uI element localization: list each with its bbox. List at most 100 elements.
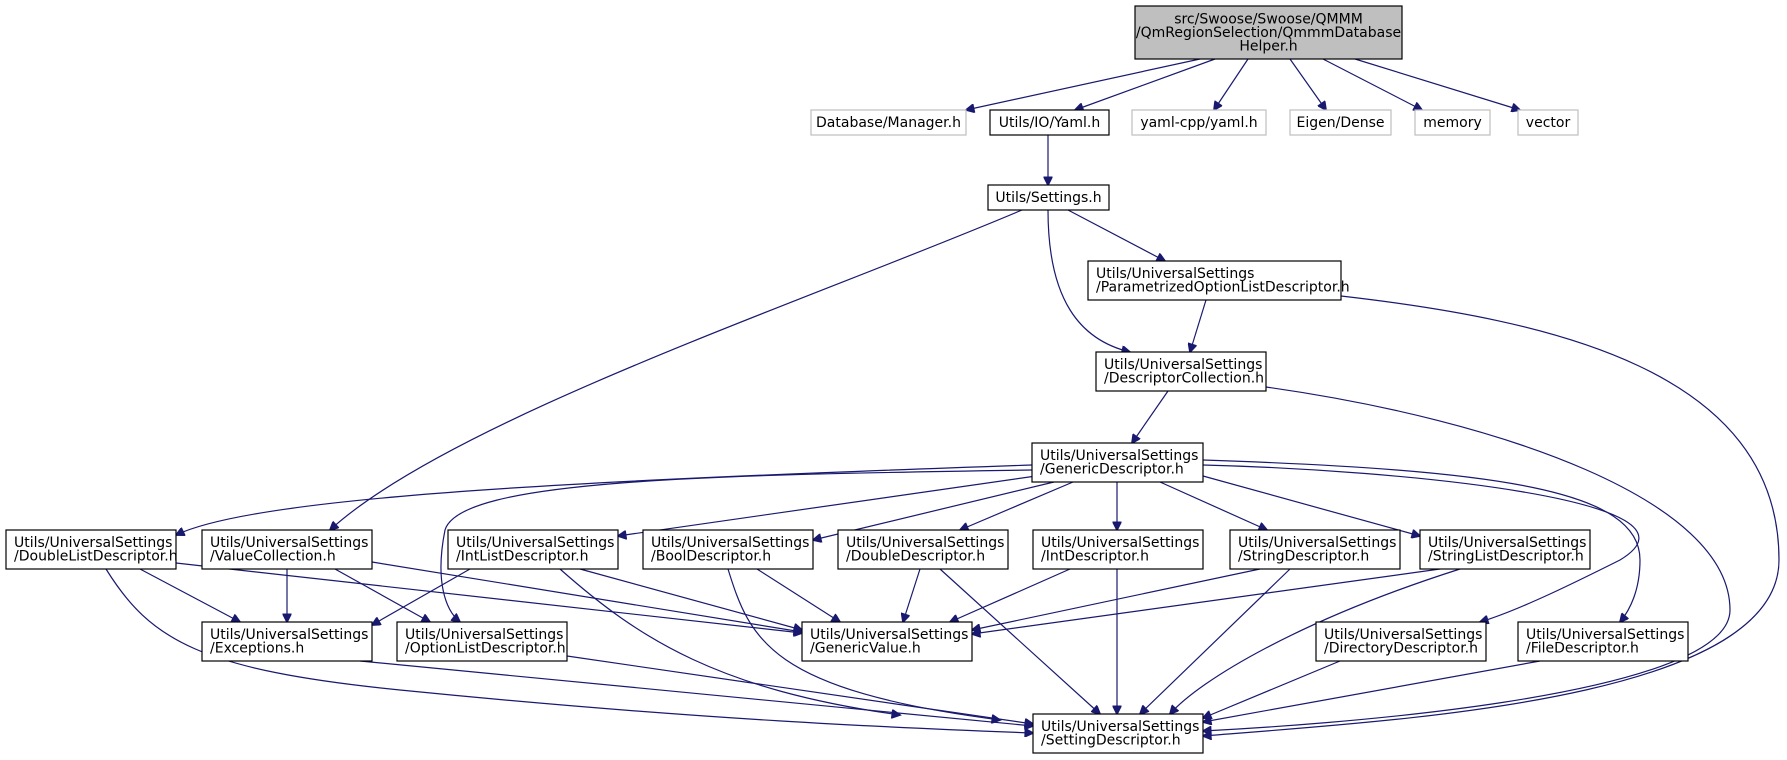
node-intdesc[interactable]: Utils/UniversalSettings/IntDescriptor.h [1032,529,1204,570]
node-box [1414,109,1491,136]
edge-root-to-vector [1354,58,1520,110]
node-box [5,529,177,570]
edge-line [1289,58,1326,110]
edge-line [371,561,802,632]
edge-line [1214,58,1249,110]
edge-stringdesc-to-settingdesc [1140,568,1291,714]
node-label-line: Utils/UniversalSettings [846,535,1004,551]
edge-line [139,568,240,622]
edge-genericdesc-to-stringlist [1202,475,1420,536]
node-settings[interactable]: Utils/Settings.h [987,184,1110,211]
node-label-line: /SettingDescriptor.h [1041,733,1181,749]
node-optionlist[interactable]: Utils/UniversalSettings/OptionListDescri… [396,621,568,662]
edge-line [1203,295,1780,736]
edge-genericdesc-to-doubledesc [960,481,1074,530]
edge-line [1203,386,1731,731]
node-genericvalue[interactable]: Utils/UniversalSettings/GenericValue.h [801,621,973,662]
edge-line [559,568,900,715]
edge-genericdesc-to-doublelist [176,464,1033,535]
edge-filedesc-to-settingdesc [1203,660,1541,722]
node-settingdesc[interactable]: Utils/UniversalSettings/SettingDescripto… [1032,713,1204,754]
edge-genericdesc-to-stringdesc [1159,481,1267,530]
edge-desccoll-to-settingdesc [1203,386,1731,731]
node-label-line: Utils/UniversalSettings [14,535,172,551]
node-label-line: Utils/UniversalSettings [651,535,809,551]
node-valuecoll[interactable]: Utils/UniversalSettings/ValueCollection.… [201,529,373,570]
node-label-line: /OptionListDescriptor.h [405,641,566,657]
node-box [987,184,1110,211]
node-label-line: memory [1423,115,1482,131]
edge-stringlist-to-genericvalue [972,568,1441,634]
edge-root-to-eigen [1289,58,1326,110]
node-label-line: Utils/UniversalSettings [1526,627,1684,643]
node-label-line: /DirectoryDescriptor.h [1324,641,1478,657]
node-root[interactable]: src/Swoose/Swoose/QMMM/QmRegionSelection… [1134,5,1403,60]
node-exceptions[interactable]: Utils/UniversalSettings/Exceptions.h [201,621,373,662]
node-dirdesc[interactable]: Utils/UniversalSettings/DirectoryDescrip… [1315,621,1487,662]
edge-line [359,660,1033,726]
edge-line [939,568,1100,714]
node-paramopt[interactable]: Utils/UniversalSettings/ParametrizedOpti… [1087,260,1350,301]
node-label-line: Utils/UniversalSettings [1041,719,1199,735]
edge-line [1202,475,1420,536]
node-box [1517,109,1579,136]
node-box [1229,529,1401,570]
node-label-line: Utils/UniversalSettings [1096,266,1254,282]
edge-doubledesc-to-settingdesc [939,568,1100,714]
edge-line [579,568,802,630]
node-genericdesc[interactable]: Utils/UniversalSettings/GenericDescripto… [1031,442,1204,483]
edge-line [903,568,921,622]
edge-doublelist-to-genericvalue [175,562,802,633]
edge-genericdesc-to-intlist [618,475,1037,536]
node-label-line: /GenericValue.h [810,641,921,657]
edge-genericdesc-to-dirdesc [1202,464,1640,622]
node-doublelist[interactable]: Utils/UniversalSettings/DoubleListDescri… [5,529,178,570]
node-box [837,529,1009,570]
node-yamlcpp: yaml-cpp/yaml.h [1131,109,1267,136]
edge-exceptions-to-settingdesc [359,660,1033,726]
node-label-line: Eigen/Dense [1297,115,1385,131]
node-stringdesc[interactable]: Utils/UniversalSettings/StringDescriptor… [1229,529,1401,570]
edge-valuecoll-to-genericvalue [371,561,802,632]
node-eigen: Eigen/Dense [1289,109,1392,136]
node-box [201,621,373,662]
node-label-line: Utils/UniversalSettings [1041,535,1199,551]
node-box [1134,5,1403,60]
edge-line [1170,568,1461,714]
node-label-line: /IntListDescriptor.h [456,549,588,565]
node-desccoll[interactable]: Utils/UniversalSettings/DescriptorCollec… [1095,351,1267,392]
node-box [810,109,967,136]
edge-doublelist-to-exceptions [139,568,240,622]
edge-line [1190,299,1207,352]
edge-stringlist-to-settingdesc [1170,568,1461,714]
node-doubledesc[interactable]: Utils/UniversalSettings/DoubleDescriptor… [837,529,1009,570]
node-label-line: /StringDescriptor.h [1238,549,1369,565]
node-label-line: yaml-cpp/yaml.h [1140,115,1257,131]
node-box [1517,621,1689,662]
node-label-line: /GenericDescriptor.h [1040,462,1184,478]
edge-line [1140,568,1291,714]
edge-line [566,655,1033,724]
node-box [642,529,814,570]
edge-doubledesc-to-genericvalue [903,568,921,622]
edge-line [440,469,1033,622]
node-intlist[interactable]: Utils/UniversalSettings/IntListDescripto… [447,529,619,570]
edge-line [1354,58,1520,110]
node-yaml[interactable]: Utils/IO/Yaml.h [989,109,1110,136]
node-label-line: Utils/UniversalSettings [1104,357,1262,373]
node-filedesc[interactable]: Utils/UniversalSettings/FileDescriptor.h [1517,621,1689,662]
node-stringlist[interactable]: Utils/UniversalSettings/StringListDescri… [1419,529,1591,570]
node-booldesc[interactable]: Utils/UniversalSettings/BoolDescriptor.h [642,529,814,570]
edge-line [1075,58,1216,110]
edge-line [1132,390,1169,443]
node-box [1095,351,1267,392]
edge-line [966,58,1201,110]
edge-root-to-dbmanager [966,58,1201,110]
node-label-line: Utils/UniversalSettings [405,627,563,643]
node-memory: memory [1414,109,1491,136]
edge-line [105,568,1033,733]
edge-dirdesc-to-settingdesc [1203,660,1341,718]
edge-genericdesc-to-optionlist [440,469,1033,622]
node-label-line: /DescriptorCollection.h [1104,371,1264,387]
edge-line [972,568,1441,634]
